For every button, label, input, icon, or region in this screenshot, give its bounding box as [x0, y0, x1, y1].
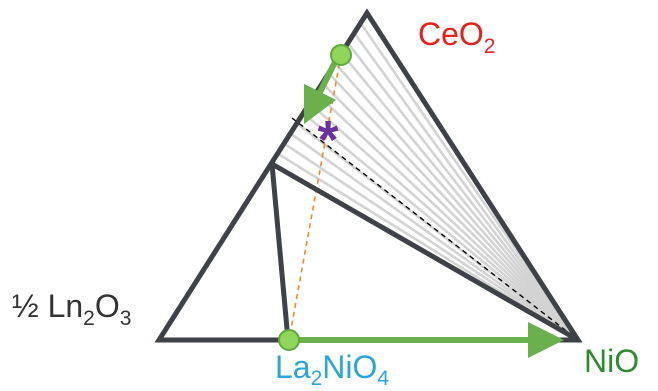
label-ceo2: CeO2	[418, 16, 495, 58]
label-ln2o3-sub1: 2	[83, 307, 95, 330]
label-la2nio4-sub1: 2	[311, 367, 323, 390]
label-ln2o3: ½ Ln2O3	[12, 288, 131, 330]
label-la2nio4: La2NiO4	[275, 349, 389, 390]
tie-line	[346, 42, 580, 341]
composition-point-top	[330, 44, 352, 66]
tie-line	[283, 142, 579, 342]
label-ln2o3-prefix: ½ Ln	[12, 288, 83, 324]
tie-line	[321, 82, 579, 341]
tie-line	[353, 32, 580, 341]
star-marker: *	[317, 110, 338, 170]
label-ln2o3-mid: O	[95, 288, 120, 324]
tie-line	[340, 52, 580, 341]
label-la2nio4-sub2: 4	[377, 367, 389, 390]
tie-line	[290, 132, 579, 342]
tie-line	[334, 62, 579, 341]
label-la2nio4-a: La	[275, 349, 311, 385]
label-la2nio4-b: NiO	[322, 349, 377, 385]
boundary-line-ln2o3	[269, 163, 291, 341]
boundary-line-nio	[270, 161, 580, 343]
tie-line	[328, 72, 579, 341]
label-ceo2-sub: 2	[484, 35, 496, 58]
label-nio-text: NiO	[584, 343, 639, 379]
label-ln2o3-sub2: 3	[120, 307, 132, 330]
label-nio: NiO	[584, 343, 639, 379]
tie-line	[302, 112, 579, 342]
dashed-line-to-nio	[291, 117, 579, 341]
tie-line	[309, 102, 579, 341]
tie-line	[315, 92, 579, 341]
label-ceo2-base: CeO	[418, 16, 484, 52]
arrow-along-ceo2-edge	[303, 58, 339, 125]
tie-lines	[271, 12, 580, 342]
composition-point-la2nio4	[278, 329, 300, 351]
